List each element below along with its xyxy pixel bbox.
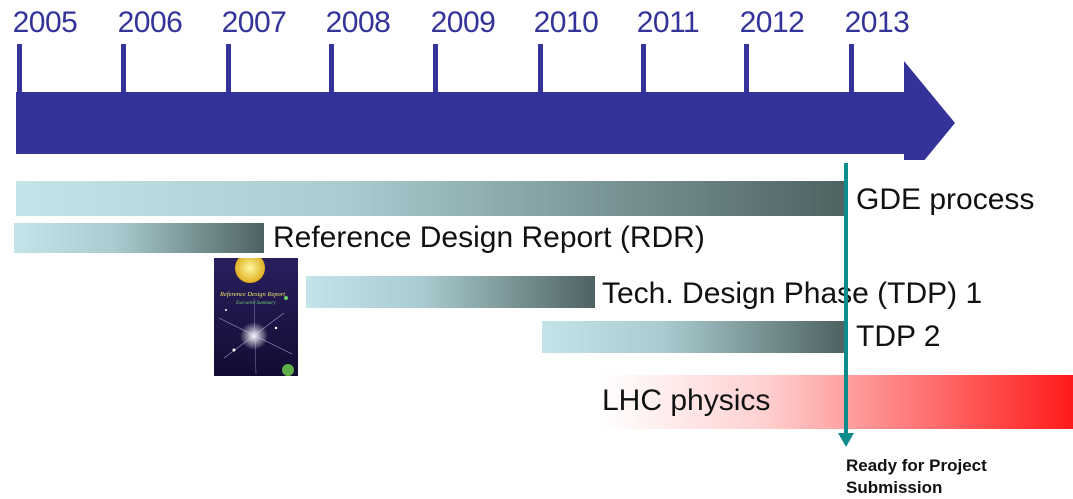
year-tick bbox=[329, 44, 334, 92]
rdr-cover-subtitle: Executive Summary bbox=[235, 301, 276, 306]
gde-process-bar bbox=[16, 181, 844, 216]
year-tick bbox=[433, 44, 438, 92]
gde-process-label: GDE process bbox=[856, 183, 1035, 216]
year-tick bbox=[17, 44, 22, 92]
rdr-bar bbox=[14, 223, 264, 253]
year-tick bbox=[538, 44, 543, 92]
year-label: 2013 bbox=[844, 6, 910, 39]
tdp1-bar bbox=[306, 276, 595, 308]
lhc-physics-bar bbox=[600, 375, 1073, 429]
year-label: 2007 bbox=[221, 6, 287, 39]
tdp2-label: TDP 2 bbox=[856, 320, 941, 353]
year-tick bbox=[849, 44, 854, 92]
timeline-arrow bbox=[16, 61, 955, 160]
year-label: 2010 bbox=[533, 6, 599, 39]
rdr-cover-image: Reference Design Report Executive Summar… bbox=[214, 258, 298, 376]
year-tick bbox=[121, 44, 126, 92]
year-label: 2005 bbox=[12, 6, 78, 39]
rdr-cover-title: Reference Design Report bbox=[219, 291, 285, 298]
submission-label: Ready for Project Submission bbox=[846, 456, 987, 497]
year-label: 2006 bbox=[117, 6, 183, 39]
timeline-arrow-shape bbox=[16, 61, 955, 160]
year-label: 2009 bbox=[430, 6, 496, 39]
year-tick bbox=[641, 44, 646, 92]
rdr-label: Reference Design Report (RDR) bbox=[273, 221, 705, 254]
submission-marker-arrowhead bbox=[838, 433, 854, 447]
tdp1-label: Tech. Design Phase (TDP) 1 bbox=[602, 277, 983, 310]
year-label: 2011 bbox=[636, 6, 700, 39]
tdp2-bar bbox=[542, 321, 844, 353]
year-label: 2012 bbox=[739, 6, 805, 39]
year-tick bbox=[226, 44, 231, 92]
year-label: 2008 bbox=[325, 6, 391, 39]
submission-marker-line bbox=[844, 163, 848, 435]
year-tick bbox=[744, 44, 749, 92]
lhc-physics-label: LHC physics bbox=[602, 384, 771, 417]
